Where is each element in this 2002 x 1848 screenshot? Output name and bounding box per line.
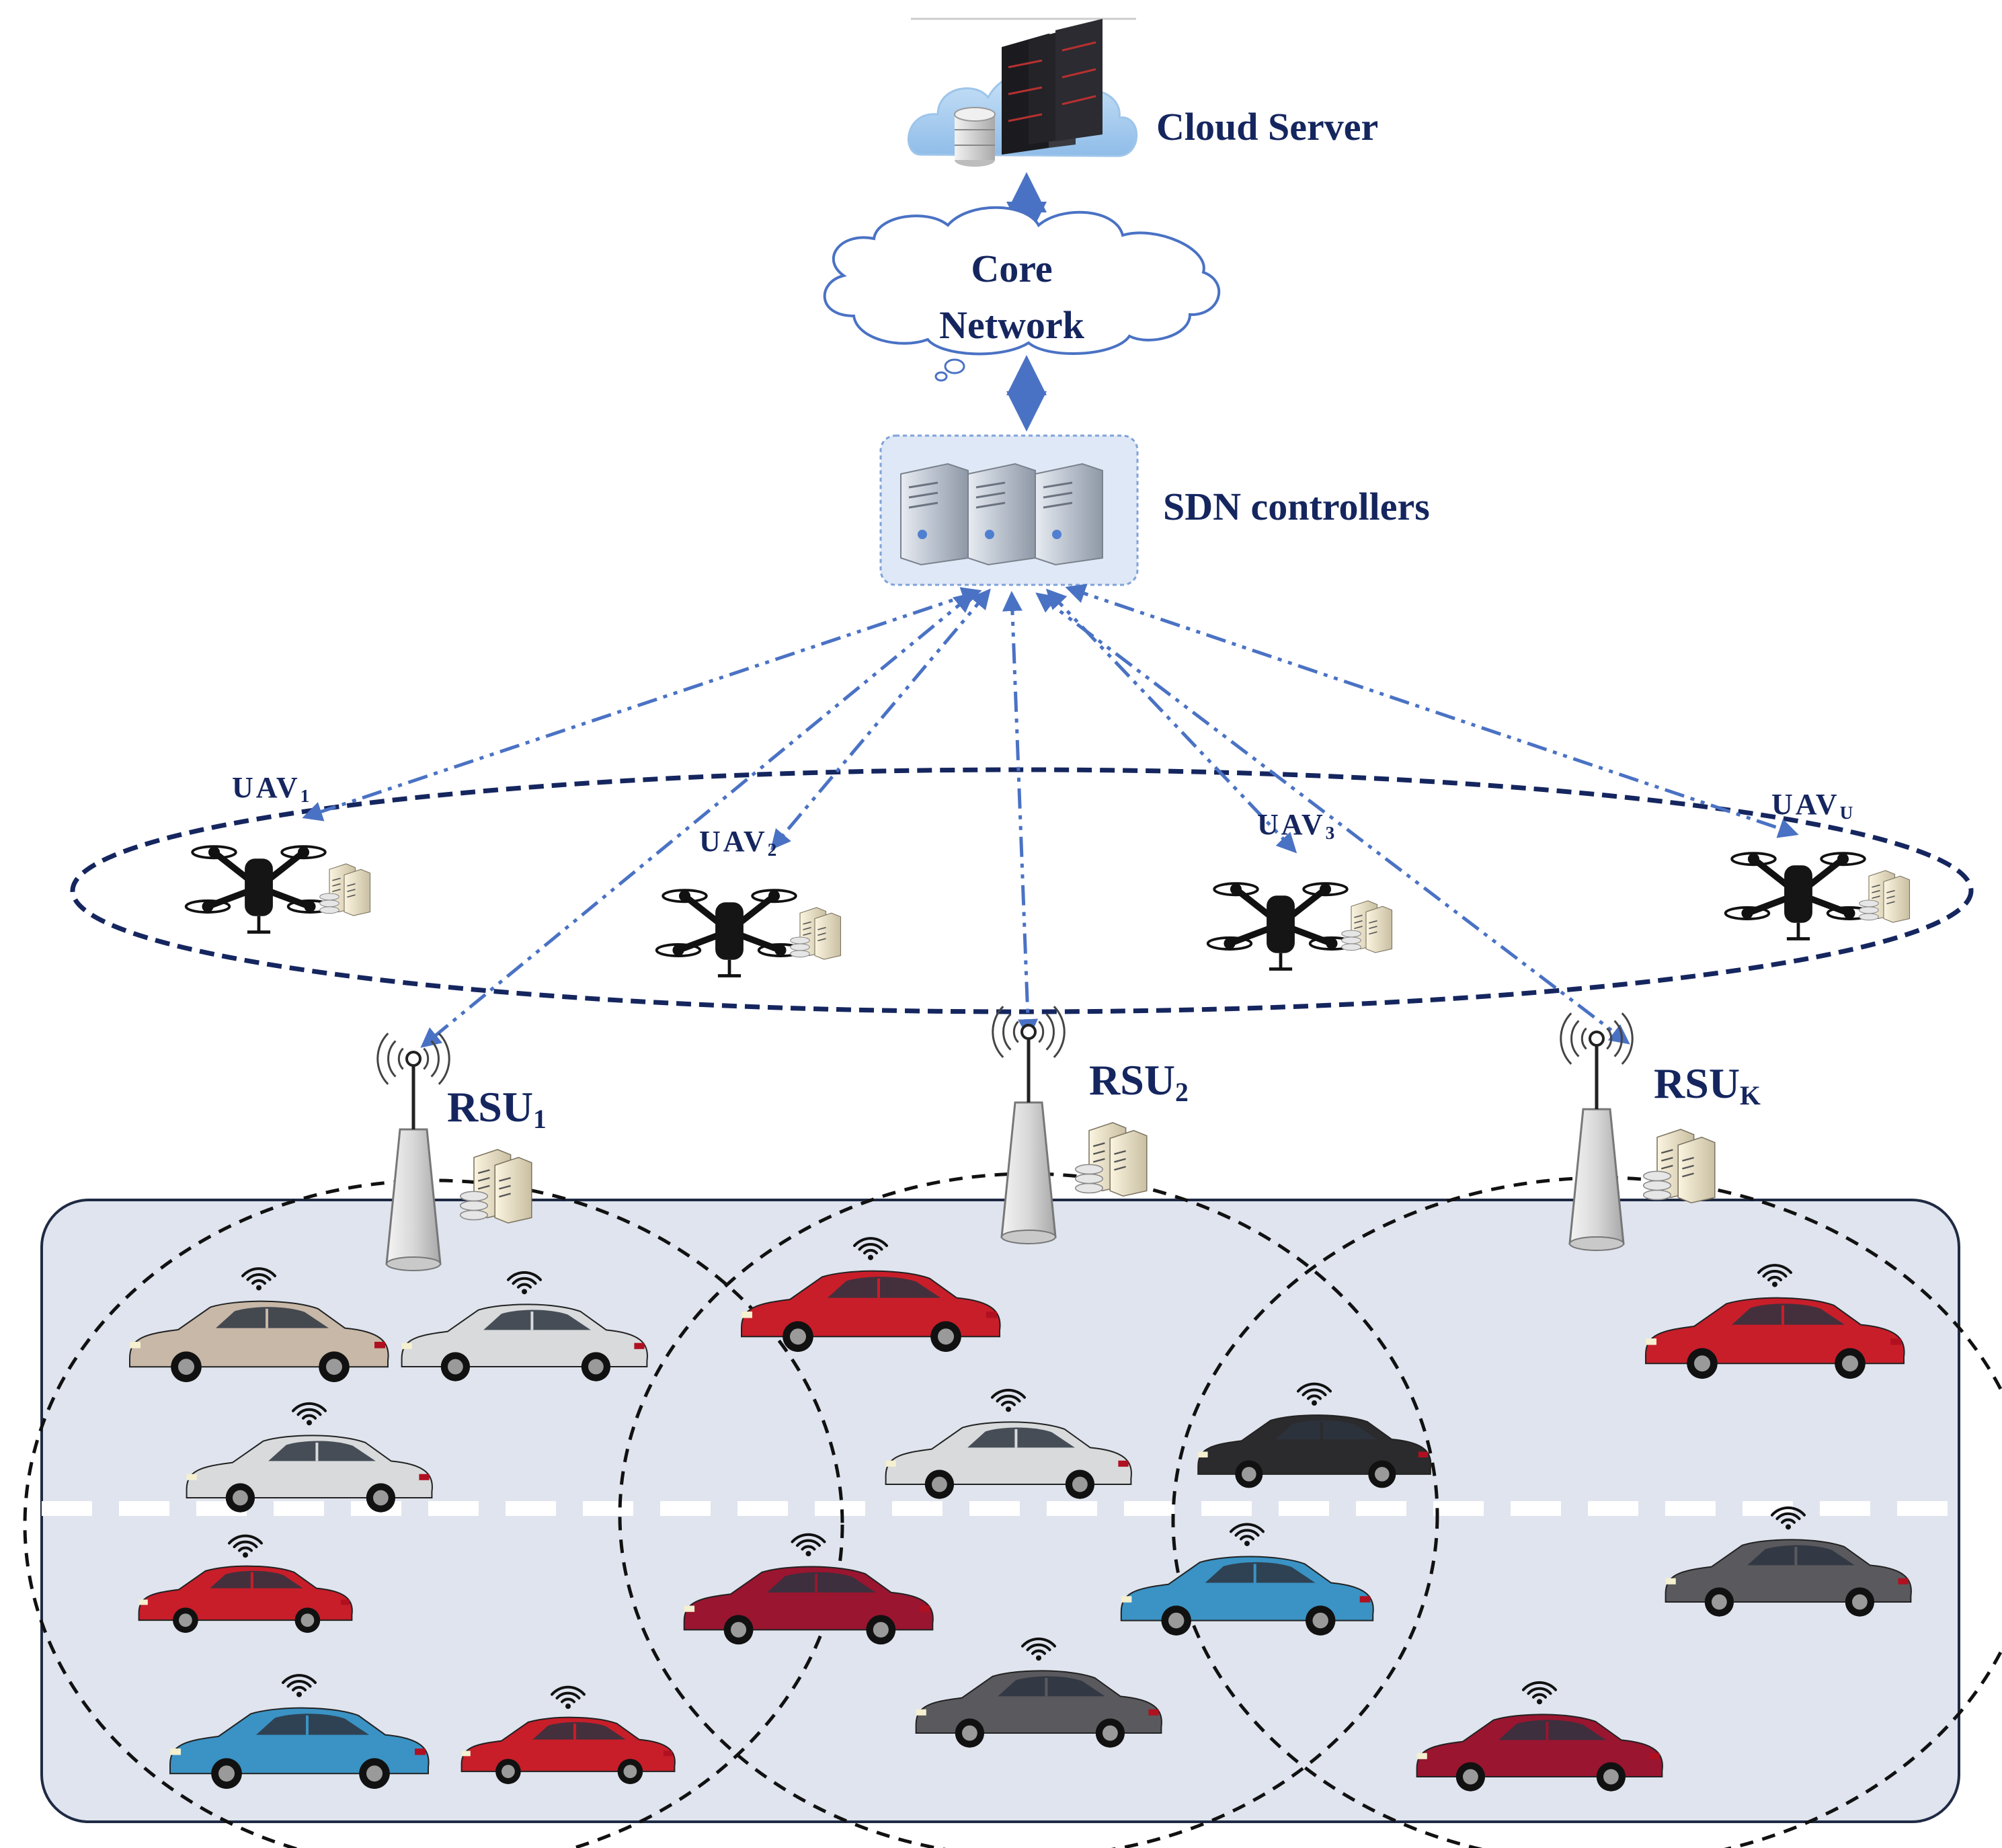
uav-edge-server-icon-3	[1341, 900, 1393, 953]
vehicle-6-wifi-icon	[1297, 1382, 1332, 1406]
link-sdn-rsuk	[1035, 592, 1630, 1045]
rsu-1-index: 1	[533, 1104, 547, 1134]
link-sdn-rsu1	[420, 592, 975, 1048]
uav-3-label: UAV3	[1257, 810, 1337, 842]
uav-u-name: UAV	[1771, 788, 1840, 821]
rsu-layer	[376, 1006, 1716, 1271]
core-network-cloud-icon	[823, 206, 1221, 382]
rsu-k-label: RSUK	[1654, 1062, 1761, 1110]
rsu-1-label: RSU1	[447, 1086, 547, 1133]
cloud-server-label: Cloud Server	[1156, 105, 1379, 149]
vehicle-3	[186, 1402, 433, 1513]
vehicle-5-wifi-icon	[991, 1388, 1026, 1412]
link-sdn-uav2	[770, 588, 991, 850]
sdn-control-links	[302, 584, 1799, 1048]
uav-2-name: UAV	[699, 825, 768, 858]
vehicle-2	[401, 1271, 648, 1381]
uav-1-index: 1	[300, 785, 313, 806]
uav-edge-server-icon-1	[319, 863, 371, 916]
vehicle-10-wifi-icon	[1230, 1523, 1265, 1546]
vehicle-8	[138, 1534, 353, 1633]
vehicle-13	[461, 1685, 676, 1784]
drone-icon-3	[1206, 882, 1355, 971]
core-network-label-line2: Network	[939, 303, 1084, 348]
rsu-2-name: RSU	[1089, 1056, 1176, 1104]
vehicle-layer	[129, 1237, 1912, 1792]
vehicle-9-wifi-icon	[791, 1533, 826, 1557]
vehicle-14	[915, 1637, 1162, 1748]
vehicle-2-wifi-icon	[507, 1271, 542, 1295]
vehicle-8-wifi-icon	[228, 1534, 263, 1558]
vehicle-11	[1665, 1506, 1912, 1617]
vehicle-5	[885, 1388, 1132, 1499]
vehicle-4	[741, 1237, 1001, 1352]
uav-layer	[184, 845, 1911, 977]
cloud-server-icon	[907, 17, 1138, 167]
vehicle-4-wifi-icon	[853, 1237, 888, 1260]
server-tower-icon	[900, 463, 1103, 566]
vehicle-7-wifi-icon	[1757, 1264, 1792, 1287]
rsu-k-coverage	[1171, 1176, 2002, 1848]
rsu-tower-icon-3	[1560, 1012, 1634, 1251]
vehicle-10	[1120, 1523, 1374, 1636]
core-network-label-line1: Core	[971, 247, 1053, 290]
vehicle-14-wifi-icon	[1021, 1637, 1056, 1661]
vehicle-15	[1416, 1681, 1663, 1792]
uav-u-index: U	[1839, 802, 1856, 823]
rsu-k-index: K	[1740, 1080, 1761, 1111]
rsu-2-index: 2	[1175, 1077, 1189, 1107]
rsu-edge-server-icon-2	[1074, 1122, 1148, 1197]
drone-icon-4	[1724, 852, 1873, 940]
rsu-tower-icon-2	[992, 1006, 1066, 1244]
vehicle-13-wifi-icon	[551, 1685, 586, 1710]
uav-1-label: UAV1	[232, 773, 312, 805]
vehicle-11-wifi-icon	[1771, 1506, 1806, 1530]
rsu-edge-server-icon-3	[1642, 1129, 1716, 1204]
vehicle-12-wifi-icon	[282, 1674, 317, 1697]
vehicle-6	[1197, 1382, 1432, 1488]
core-network-label: Core Network	[928, 241, 1096, 354]
uav-3-name: UAV	[1257, 808, 1326, 841]
vehicle-9	[683, 1533, 934, 1645]
uav-edge-server-icon-4	[1859, 870, 1911, 923]
uav-2-label: UAV2	[699, 827, 779, 859]
rsu-edge-server-icon-1	[459, 1149, 532, 1224]
rsu-2-label: RSU2	[1089, 1059, 1189, 1107]
vehicle-3-wifi-icon	[292, 1402, 327, 1426]
uav-1-name: UAV	[232, 771, 301, 804]
rsu-k-name: RSU	[1654, 1059, 1740, 1107]
vehicle-7	[1645, 1264, 1905, 1379]
vehicle-15-wifi-icon	[1522, 1681, 1557, 1705]
link-sdn-uav1	[302, 587, 982, 821]
drone-icon-2	[655, 889, 804, 977]
uav-2-index: 2	[767, 839, 780, 860]
uav-u-label: UAVU	[1771, 790, 1855, 822]
vehicle-12	[169, 1674, 430, 1789]
rsu-1-coverage	[23, 1178, 844, 1848]
uav-edge-server-icon-2	[790, 907, 842, 960]
vehicle-1	[129, 1267, 389, 1382]
drone-icon-1	[184, 845, 333, 934]
link-sdn-uavu	[1065, 584, 1799, 838]
uav-3-index: 3	[1325, 822, 1338, 843]
sdn-controllers-icon	[879, 434, 1139, 586]
link-sdn-rsu2	[1002, 591, 1039, 1039]
sdn-controllers-label: SDN controllers	[1163, 485, 1430, 528]
rsu-tower-icon-1	[376, 1033, 450, 1271]
vehicle-1-wifi-icon	[241, 1267, 276, 1291]
rsu-1-name: RSU	[447, 1083, 534, 1131]
